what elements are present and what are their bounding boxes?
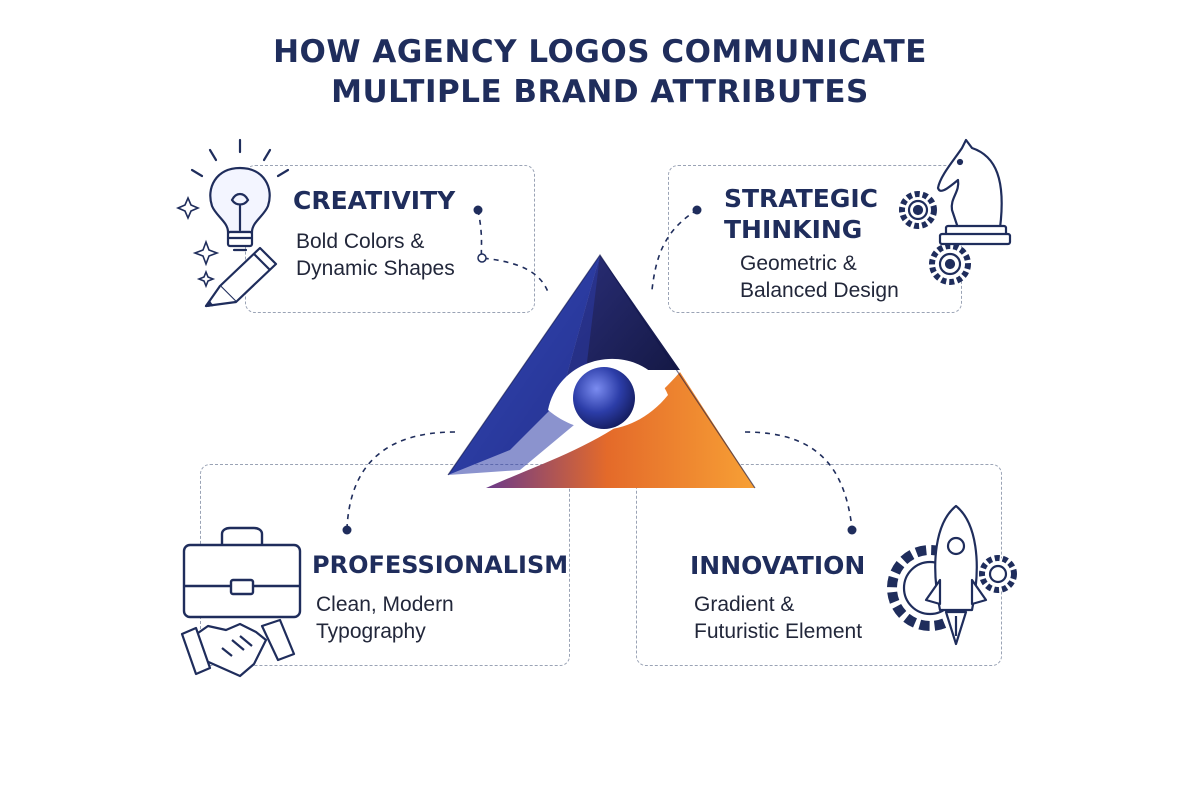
page-title: HOW AGENCY LOGOS COMMUNICATE MULTIPLE BR…	[0, 32, 1200, 112]
title-line-2: MULTIPLE BRAND ATTRIBUTES	[331, 74, 869, 110]
handshake-icon	[180, 618, 296, 678]
connector-creativity	[477, 209, 549, 293]
lightbulb-icon	[190, 138, 290, 252]
sparkle-icon	[175, 195, 220, 289]
innovation-heading: INNOVATION	[690, 551, 866, 580]
pencil-icon	[204, 246, 278, 308]
innovation-description: Gradient & Futuristic Element	[694, 591, 862, 645]
strategic-thinking-heading: STRATEGIC THINKING	[724, 183, 878, 245]
title-line-1: HOW AGENCY LOGOS COMMUNICATE	[273, 34, 927, 70]
strategic-desc-line-1: Geometric &	[740, 252, 857, 275]
briefcase-icon	[182, 526, 302, 619]
strategic-heading-line-1: STRATEGIC	[724, 184, 879, 213]
connector-strategic	[651, 209, 698, 291]
central-logo	[447, 253, 756, 489]
strategic-desc-line-2: Balanced Design	[740, 279, 899, 302]
professionalism-description: Clean, Modern Typography	[316, 591, 454, 645]
innovation-desc-line-1: Gradient &	[694, 593, 795, 616]
connector-dots	[342, 205, 857, 535]
professionalism-heading: PROFESSIONALISM	[312, 551, 569, 579]
creativity-desc-line-2: Dynamic Shapes	[296, 257, 455, 280]
creativity-description: Bold Colors & Dynamic Shapes	[296, 228, 455, 282]
creativity-heading: CREATIVITY	[293, 186, 456, 215]
connectors	[346, 209, 853, 529]
chess-knight-icon	[936, 138, 1012, 246]
connector-innovation	[744, 431, 853, 529]
strategic-heading-line-2: THINKING	[724, 215, 863, 244]
strategic-thinking-description: Geometric & Balanced Design	[740, 250, 899, 304]
connector-professionalism	[346, 431, 456, 529]
professionalism-desc-line-2: Typography	[316, 620, 426, 643]
gears-icon	[899, 191, 971, 285]
professionalism-desc-line-1: Clean, Modern	[316, 593, 454, 616]
creativity-desc-line-1: Bold Colors &	[296, 230, 425, 253]
innovation-desc-line-2: Futuristic Element	[694, 620, 863, 643]
rocket-icon	[924, 504, 988, 646]
